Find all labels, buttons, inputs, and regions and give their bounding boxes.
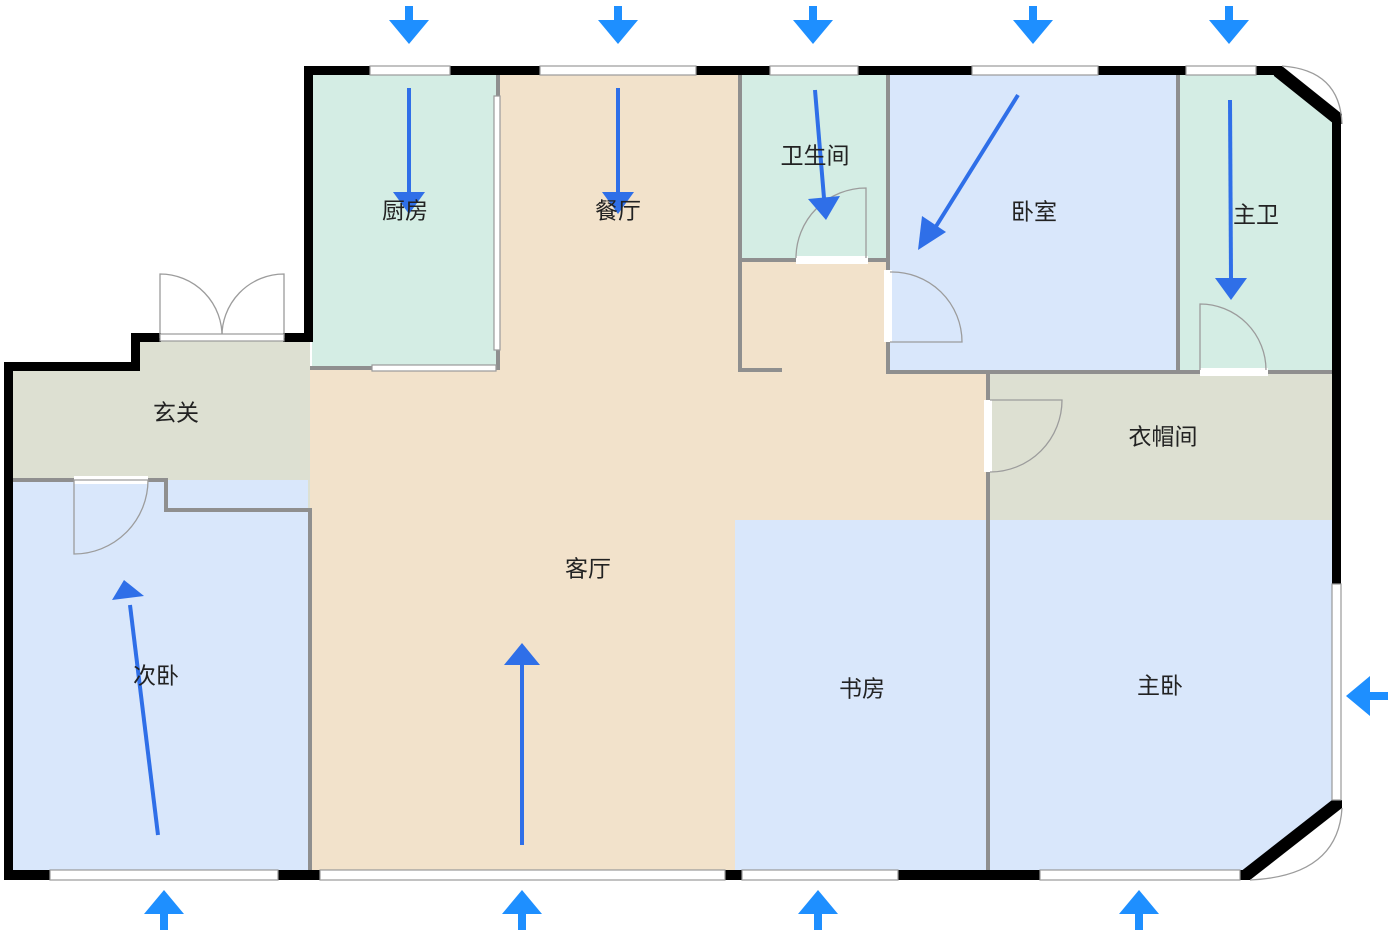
dining-label: 餐厅: [595, 199, 641, 225]
bottom-right-diagonal-wall: [1240, 800, 1342, 880]
light-direction-arrow-icon: [144, 890, 184, 930]
light-direction-arrow-icon: [1013, 6, 1053, 44]
cloakroom-door: [984, 399, 1063, 473]
light-direction-arrow-icon: [793, 6, 833, 44]
kitchen-sliding-door-side: [493, 95, 501, 351]
second-bedroom-area: [12, 480, 308, 870]
foyer-top-wall: [4, 362, 140, 371]
foyer-upper-wall: [131, 333, 161, 342]
study-window: [741, 869, 899, 881]
toilet-label: 卫生间: [781, 144, 850, 170]
master-bedroom-area: [990, 520, 1332, 870]
study-label: 书房: [839, 677, 885, 703]
light-direction-arrow-icon: [502, 890, 542, 930]
bedroom-window: [971, 65, 1099, 76]
kitchen-left-wall: [304, 66, 313, 342]
top-right-diagonal-wall: [1272, 66, 1342, 124]
windows: [49, 65, 1343, 881]
kitchen-window: [369, 65, 451, 76]
sun-path-arrow-icon: [1215, 99, 1247, 300]
corridor-area: [738, 260, 888, 370]
second-bedroom-door: [73, 476, 149, 555]
sun-path-arrows: [112, 88, 1247, 845]
left-wall: [4, 362, 13, 878]
sun-path-arrow-icon: [602, 88, 634, 214]
cloakroom-label: 衣帽间: [1129, 425, 1198, 451]
room-labels: 厨房 餐厅 卫生间 卧室 主卫 玄关 衣帽间 客厅 次卧 书房 主卧: [133, 144, 1279, 703]
kitchen-area: [312, 73, 498, 369]
master-bath-door: [1199, 303, 1268, 376]
master-bath-label: 主卫: [1233, 203, 1279, 229]
master-bath-area: [1180, 73, 1332, 370]
foyer-area: [12, 338, 310, 508]
foyer-step-wall: [131, 333, 140, 371]
light-direction-arrow-icon: [798, 890, 838, 930]
light-direction-arrow-icon: [1119, 890, 1159, 930]
sun-path-arrow-icon: [808, 89, 840, 220]
sun-path-arrow-icon: [112, 580, 160, 836]
toilet-area: [740, 73, 886, 259]
bedroom-door: [884, 270, 963, 343]
study-area: [735, 520, 988, 870]
sun-path-arrow-icon: [393, 88, 425, 214]
toilet-window: [769, 65, 859, 76]
room-fills: [12, 73, 1332, 870]
master-bedroom-label: 主卧: [1137, 674, 1183, 700]
sun-path-arrow-icon: [918, 93, 1020, 250]
kitchen-sliding-door-bottom: [371, 364, 497, 372]
light-direction-arrow-icon: [1346, 676, 1388, 716]
light-direction-arrow-icon: [598, 6, 638, 44]
cloakroom-area: [990, 372, 1332, 520]
top-bay-window-arc: [1281, 65, 1343, 125]
bottom-bay-window-arc: [1249, 807, 1343, 881]
doors: [73, 187, 1268, 555]
dining-window: [539, 65, 697, 76]
entrance-double-door: [159, 273, 285, 342]
light-direction-arrow-icon: [389, 6, 429, 44]
master-bath-window: [1185, 65, 1257, 76]
right-wall: [1332, 118, 1341, 584]
kitchen-label: 厨房: [382, 199, 428, 225]
foyer-right-stub-wall: [283, 333, 311, 342]
bedroom-label: 卧室: [1011, 200, 1057, 226]
master-bedroom-side-window: [1331, 583, 1342, 801]
sun-path-arrow-icon: [504, 643, 540, 845]
living-room-label: 客厅: [565, 557, 611, 583]
second-bedroom-window: [49, 869, 279, 881]
living-window: [319, 869, 726, 881]
second-bedroom-label: 次卧: [133, 664, 179, 690]
foyer-label: 玄关: [153, 401, 199, 427]
light-direction-arrow-icon: [1209, 6, 1249, 44]
master-bedroom-window: [1039, 869, 1241, 881]
